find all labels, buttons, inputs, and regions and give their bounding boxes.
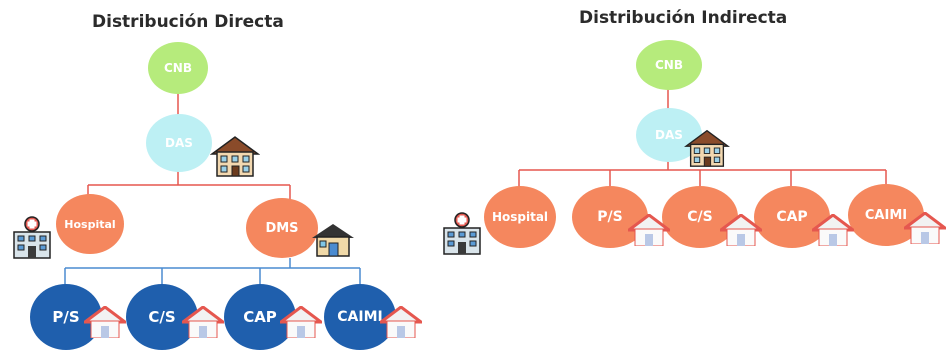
direct-das-label: DAS xyxy=(165,136,193,150)
house-icon xyxy=(182,306,224,338)
indirect-caimi-label: CAIMI xyxy=(864,207,908,223)
indirect-ps-label: P/S xyxy=(597,209,623,225)
indirect-cs-label: C/S xyxy=(687,209,713,225)
direct-connectors xyxy=(64,88,361,288)
indirect-cap-label: CAP xyxy=(776,209,808,225)
hospital-icon xyxy=(443,212,481,255)
direct-dms-node: DMS xyxy=(246,198,318,258)
hospital-icon xyxy=(13,216,51,259)
direct-hospital-label: Hospital xyxy=(64,217,116,231)
house-icon xyxy=(312,224,354,257)
house-icon xyxy=(280,306,322,338)
house-icon xyxy=(380,306,422,338)
direct-dms-label: DMS xyxy=(265,220,299,236)
house-icon xyxy=(904,212,946,244)
direct-das-node: DAS xyxy=(146,114,212,172)
indirect-das-label: DAS xyxy=(655,128,683,142)
indirect-hospital-label: Hospital xyxy=(491,210,549,224)
house-icon xyxy=(628,214,670,246)
indirect-connectors xyxy=(518,88,887,190)
direct-cs-label: C/S xyxy=(148,308,176,326)
indirect-title: Distribución Indirecta xyxy=(579,8,788,28)
direct-cnb-label: CNB xyxy=(164,61,192,75)
indirect-hospital-node: Hospital xyxy=(484,186,556,248)
direct-caimi-label: CAIMI xyxy=(337,309,383,325)
direct-hospital-node: Hospital xyxy=(56,194,124,254)
direct-title: Distribución Directa xyxy=(92,12,284,32)
house-icon xyxy=(84,306,126,338)
diagram-canvas xyxy=(64,88,887,288)
building-icon xyxy=(684,129,730,167)
house-icon xyxy=(812,214,854,246)
direct-cnb-node: CNB xyxy=(148,42,208,94)
indirect-cs-node: C/S xyxy=(662,186,738,248)
building-icon xyxy=(210,136,260,177)
direct-ps-label: P/S xyxy=(52,308,80,326)
indirect-cap-node: CAP xyxy=(754,186,830,248)
house-icon xyxy=(720,214,762,246)
indirect-cnb-label: CNB xyxy=(655,58,683,72)
direct-cap-label: CAP xyxy=(243,308,277,326)
indirect-cnb-node: CNB xyxy=(636,40,702,90)
